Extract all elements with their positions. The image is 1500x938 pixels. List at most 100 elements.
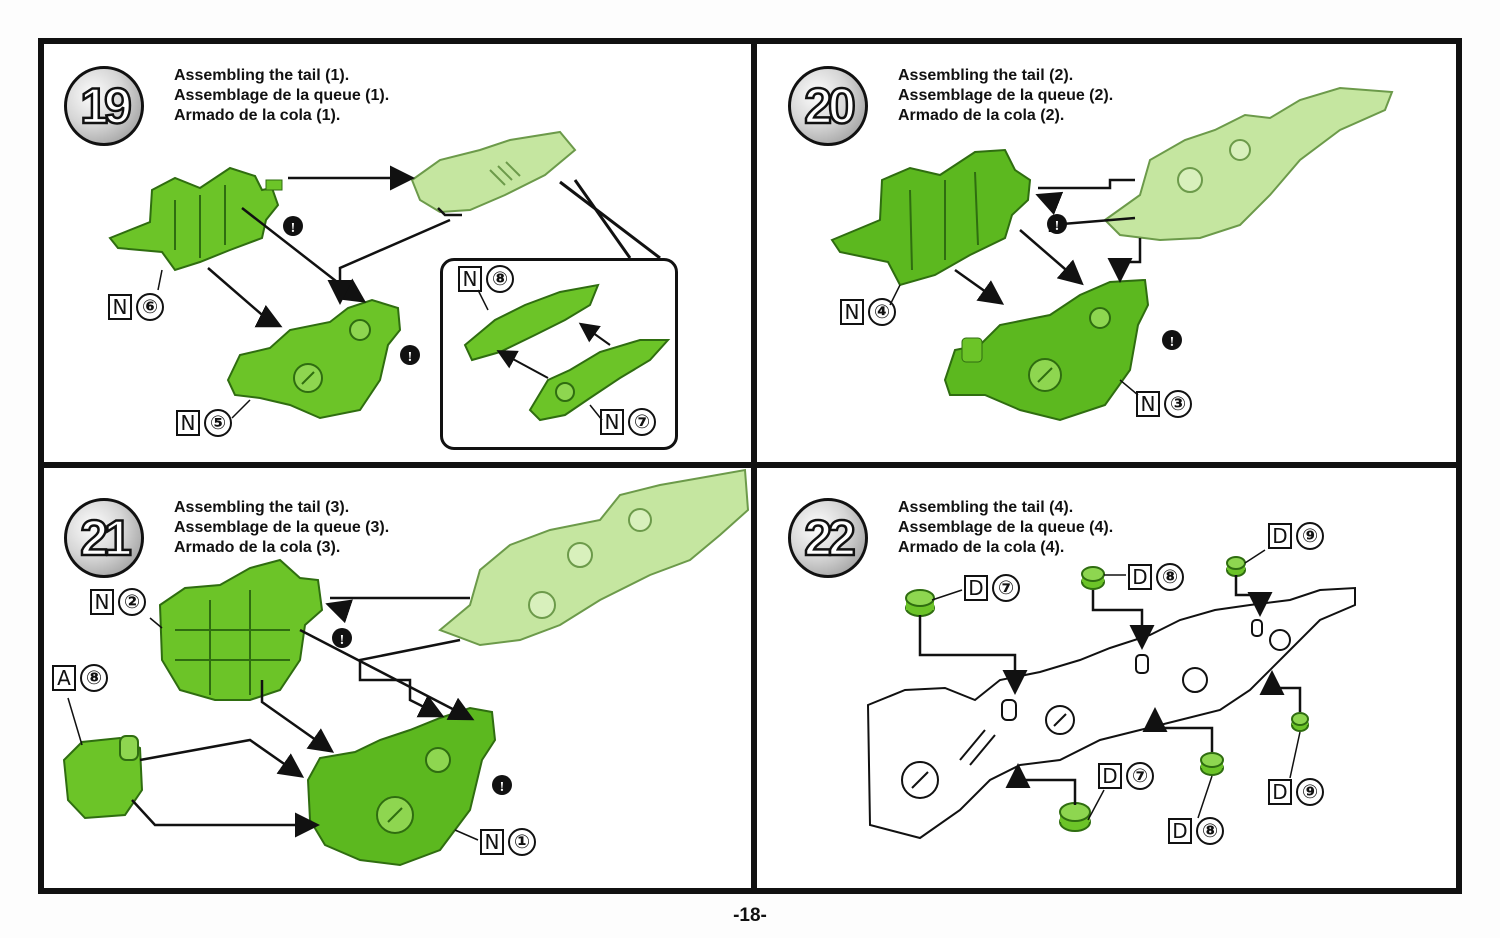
part-N6-illustration	[108, 166, 283, 272]
part-N1-illustration	[306, 706, 497, 867]
svg-text:!: !	[408, 350, 413, 365]
svg-text:!: !	[1170, 335, 1175, 350]
part-number: ⑧	[1156, 563, 1184, 591]
part-label-N8: N ⑧	[458, 265, 514, 293]
step-badge: 21	[64, 498, 144, 578]
part-sprue-letter: N	[1136, 391, 1160, 417]
part-label-D8-bottom: D ⑧	[1168, 817, 1224, 845]
part-N2-illustration	[158, 558, 324, 701]
title-en: Assembling the tail (2).	[898, 67, 1074, 84]
step-title: Assembling the tail (2). Assemblage de l…	[898, 66, 1113, 126]
part-N5-illustration	[226, 298, 402, 420]
part-label-D8-top: D ⑧	[1128, 563, 1184, 591]
part-sprue-letter: A	[52, 665, 76, 691]
panel-divider-horizontal	[38, 462, 1462, 468]
part-N8-illustration	[463, 283, 600, 362]
warning-icon: !	[400, 345, 420, 365]
part-sprue-letter: N	[90, 589, 114, 615]
part-number: ⑧	[486, 265, 514, 293]
part-number: ②	[118, 588, 146, 616]
part-number: ⑦	[628, 408, 656, 436]
title-es: Armado de la cola (4).	[898, 539, 1065, 556]
step-badge: 20	[788, 66, 868, 146]
part-number: ⑨	[1296, 778, 1324, 806]
part-number: ⑦	[992, 574, 1020, 602]
part-sprue-letter: D	[1168, 818, 1192, 844]
part-sprue-letter: D	[1128, 564, 1152, 590]
title-es: Armado de la cola (3).	[174, 539, 341, 556]
cap-D9-top	[1226, 556, 1246, 577]
warning-icon: !	[283, 216, 303, 236]
step-number: 22	[803, 509, 857, 568]
step-badge: 19	[64, 66, 144, 146]
part-A8-illustration	[62, 735, 144, 820]
svg-text:!: !	[1055, 219, 1060, 234]
title-fr: Assemblage de la queue (1).	[174, 87, 390, 104]
part-number: ⑧	[1196, 817, 1224, 845]
part-label-A8: A ⑧	[52, 664, 108, 692]
title-en: Assembling the tail (4).	[898, 499, 1074, 516]
part-sprue-letter: D	[1268, 523, 1292, 549]
part-label-N4: N ④	[840, 298, 896, 326]
part-number: ④	[868, 298, 896, 326]
title-fr: Assemblage de la queue (4).	[898, 519, 1114, 536]
part-number: ⑦	[1126, 762, 1154, 790]
part-label-N7: N ⑦	[600, 408, 656, 436]
part-label-N2: N ②	[90, 588, 146, 616]
part-sprue-letter: N	[840, 299, 864, 325]
step-badge: 22	[788, 498, 868, 578]
panel-divider-vertical	[751, 38, 757, 894]
title-en: Assembling the tail (3).	[174, 499, 350, 516]
part-label-N3: N ③	[1136, 390, 1192, 418]
svg-text:!: !	[340, 633, 345, 648]
part-number: ③	[1164, 390, 1192, 418]
title-es: Armado de la cola (2).	[898, 107, 1065, 124]
part-label-D7-bottom: D ⑦	[1098, 762, 1154, 790]
part-sprue-letter: D	[964, 575, 988, 601]
cap-D9-bottom	[1291, 712, 1309, 732]
step-number: 21	[79, 509, 133, 568]
part-label-N6: N ⑥	[108, 293, 164, 321]
step-title: Assembling the tail (1). Assemblage de l…	[174, 66, 389, 126]
part-N3-illustration	[943, 278, 1150, 422]
step-title: Assembling the tail (3). Assemblage de l…	[174, 498, 389, 558]
part-number: ⑨	[1296, 522, 1324, 550]
cap-D7-top	[905, 589, 935, 617]
title-fr: Assemblage de la queue (2).	[898, 87, 1114, 104]
title-es: Armado de la cola (1).	[174, 107, 341, 124]
part-light-tail-illustration	[438, 468, 750, 647]
svg-text:!: !	[500, 780, 505, 795]
part-label-N1: N ①	[480, 828, 536, 856]
part-sprue-letter: N	[480, 829, 504, 855]
part-sprue-letter: N	[458, 266, 482, 292]
part-sprue-letter: D	[1098, 763, 1122, 789]
part-N8N7-light-illustration	[410, 130, 577, 214]
cap-D7-bottom	[1059, 802, 1091, 832]
warning-icon: !	[1047, 214, 1067, 234]
part-sprue-letter: N	[176, 410, 200, 436]
part-label-D9-top: D ⑨	[1268, 522, 1324, 550]
title-fr: Assemblage de la queue (3).	[174, 519, 390, 536]
warning-icon: !	[492, 775, 512, 795]
svg-text:!: !	[291, 221, 296, 236]
part-label-N5: N ⑤	[176, 409, 232, 437]
part-N7-illustration	[528, 339, 671, 422]
part-sprue-letter: N	[600, 409, 624, 435]
title-en: Assembling the tail (1).	[174, 67, 350, 84]
part-sprue-letter: N	[108, 294, 132, 320]
step-number: 20	[803, 77, 857, 136]
warning-icon: !	[1162, 330, 1182, 350]
cap-D8-bottom	[1200, 752, 1224, 776]
part-label-D7-top: D ⑦	[964, 574, 1020, 602]
part-number: ⑧	[80, 664, 108, 692]
warning-icon: !	[332, 628, 352, 648]
page-number: -18-	[733, 905, 767, 926]
part-number: ①	[508, 828, 536, 856]
part-sprue-letter: D	[1268, 779, 1292, 805]
part-number: ⑤	[204, 409, 232, 437]
part-number: ⑥	[136, 293, 164, 321]
cap-D8-top	[1081, 566, 1105, 590]
step-number: 19	[79, 77, 133, 136]
part-light-tail-illustration	[1103, 86, 1394, 242]
